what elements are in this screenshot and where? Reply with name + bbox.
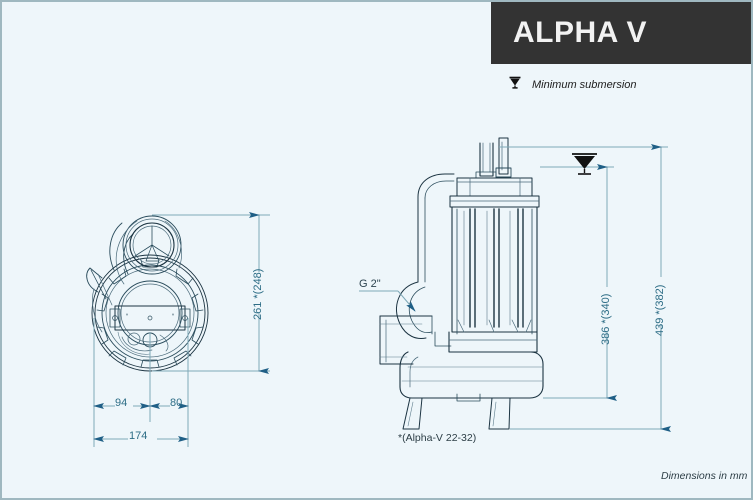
dimension-left-bottom-a: 94 (115, 397, 128, 409)
legend: Minimum submersion (507, 74, 637, 95)
minimum-submersion-level-marker (572, 153, 597, 175)
dimension-left-vertical: 261 *(248) (252, 268, 264, 320)
dimension-left-bottom-total: 174 (129, 430, 148, 442)
discharge-thread-callout: G 2" (359, 278, 381, 290)
minimum-submersion-symbol-icon (507, 74, 523, 95)
dimension-right-outer: 439 *(382) (654, 284, 666, 336)
legend-label: Minimum submersion (532, 78, 637, 91)
page-title: ALPHA V (513, 16, 648, 49)
right-view-caption: *(Alpha-V 22-32) (398, 432, 477, 444)
title-bar: ALPHA V (491, 2, 751, 64)
units-note: Dimensions in mm (661, 470, 748, 482)
dimension-left-bottom-b: 80 (170, 397, 183, 409)
dimension-right-inner: 386 *(340) (600, 293, 612, 345)
